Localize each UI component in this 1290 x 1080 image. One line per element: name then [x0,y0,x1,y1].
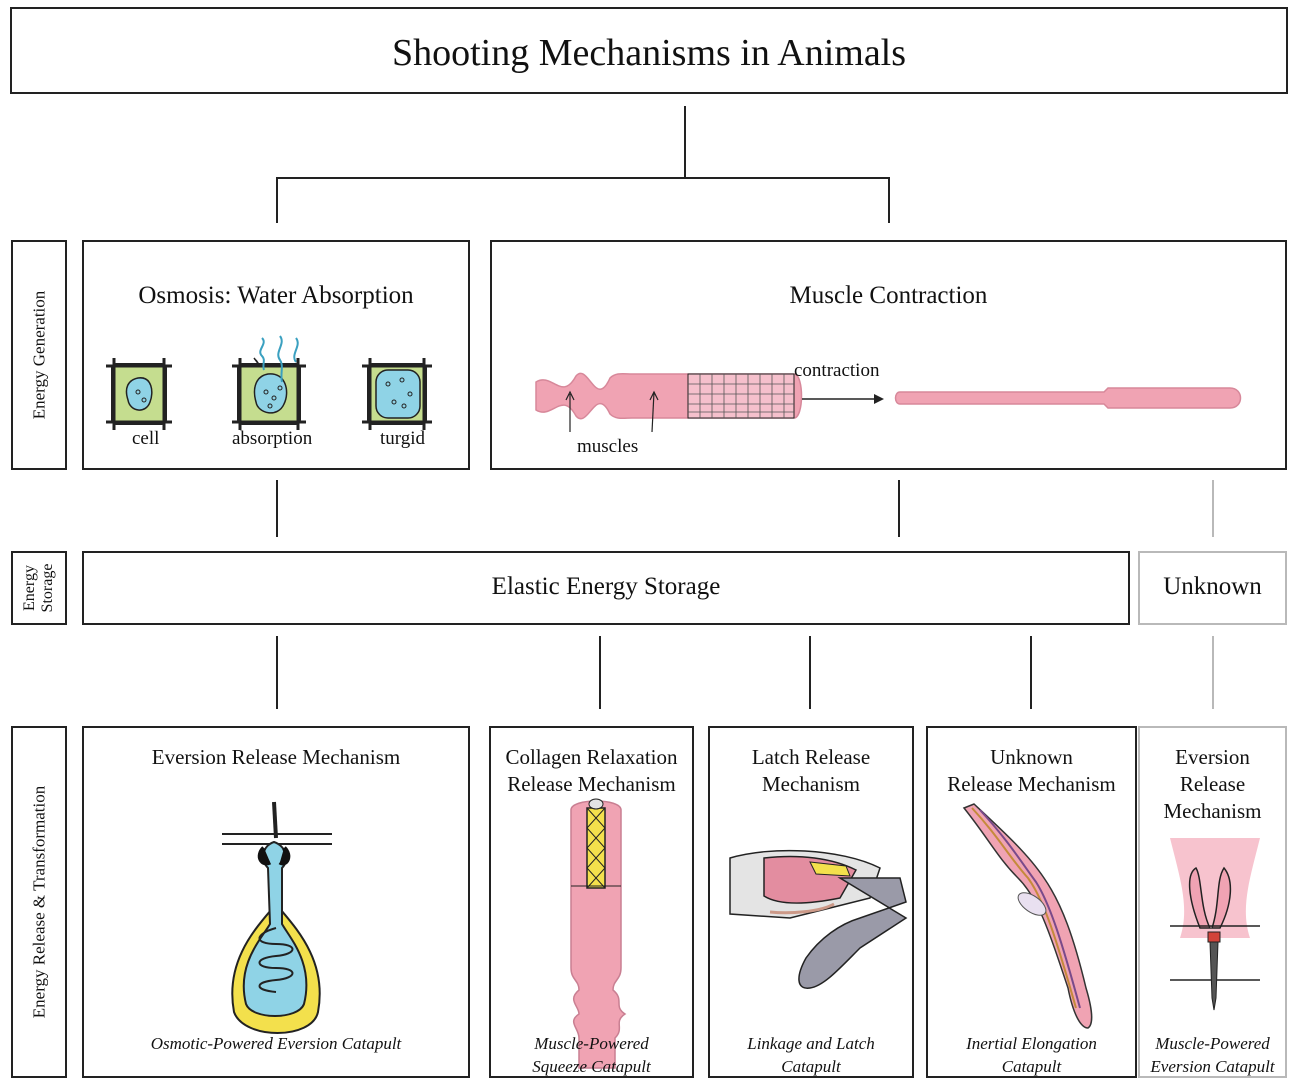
connector [276,480,278,537]
unknown-storage-label: Unknown [1163,573,1262,600]
release-caption-line-2: Squeeze Catapult [532,1057,651,1076]
muscle-eversion-illustration [1170,838,1260,1011]
connector [599,636,601,709]
release-box-osmotic-eversion: Eversion Release Mechanism Osmotic-Power… [82,726,470,1078]
release-title-line-1: Latch Release [751,745,871,769]
muscle-contraction-illustration [535,372,1242,433]
muscle-contraction-box: Muscle Contraction contraction muscles [490,240,1287,470]
release-title-line-2: Release Mechanism [507,772,676,796]
release-title-line-1: Unknown [990,745,1073,769]
connector [684,106,686,179]
connector [276,636,278,709]
row-label-energy-generation: Energy Generation [11,240,67,470]
connector [888,177,890,223]
storage-label-line-2: Storage [39,563,56,613]
collagen-grid [687,373,795,419]
release-caption-line-1: Muscle-Powered [534,1034,649,1053]
connector [1030,636,1032,709]
connector [809,636,811,709]
connector [1212,480,1214,537]
release-title-line-2: Release Mechanism [947,772,1116,796]
release-caption-line-1: Inertial Elongation [966,1034,1097,1053]
connector [276,177,890,179]
release-caption-line-1: Muscle-Powered [1155,1034,1270,1053]
osmosis-title: Osmosis: Water Absorption [138,282,414,309]
release-title-line-1: Collagen Relaxation [505,745,678,769]
elastic-energy-storage-box: Elastic Energy Storage [82,551,1130,625]
collagen-squeeze-illustration [570,798,627,1069]
muscles-label: muscles [577,436,639,457]
diagram-title: Shooting Mechanisms in Animals [391,32,907,74]
release-title-line-3: Mechanism [1163,799,1262,823]
connector [898,480,900,537]
title-box: Shooting Mechanisms in Animals [10,7,1288,94]
row-label-energy-release: Energy Release & Transformation [11,726,67,1078]
absorption-label: absorption [232,428,313,449]
connector [1212,636,1214,709]
turgid-cell-icon [362,358,432,430]
cell-label: cell [132,428,160,449]
elastic-storage-label: Elastic Energy Storage [491,573,721,600]
connector [276,177,278,223]
unknown-storage-box: Unknown [1138,551,1287,625]
release-title-line-2: Mechanism [762,772,860,796]
row-label-energy-storage: Energy Storage [11,551,67,625]
release-box-inertial-elongation: Unknown Release Mechanism Inertial Elong… [926,726,1137,1078]
release-caption-line-2: Catapult [781,1057,841,1076]
muscle-title: Muscle Contraction [789,282,988,309]
release-title-line-2: Release [1179,772,1246,796]
release-caption-line-2: Eversion Catapult [1150,1057,1275,1076]
release-caption-line-2: Catapult [1001,1057,1062,1076]
osmosis-cells-illustration [106,335,432,430]
release-box-latch: Latch Release Mechanism Linkage and Latc… [708,726,914,1078]
inertial-elongation-illustration [962,803,1093,1029]
release-title-line-1: Eversion [1175,745,1250,769]
cell-icon [106,358,172,430]
absorbing-cell-icon [232,335,306,430]
storage-label-line-1: Energy [21,565,38,611]
release-box-muscle-eversion: Eversion Release Mechanism Muscle-Powere… [1138,726,1287,1078]
release-caption: Osmotic-Powered Eversion Catapult [150,1034,402,1053]
latch-linkage-illustration [729,849,908,989]
osmosis-box: Osmosis: Water Absorption [82,240,470,470]
release-caption-line-1: Linkage and Latch [747,1034,875,1053]
release-title: Eversion Release Mechanism [151,745,401,769]
turgid-label: turgid [380,428,426,449]
osmotic-eversion-illustration [222,801,332,1034]
contraction-label: contraction [794,360,880,381]
release-box-collagen-relaxation: Collagen Relaxation Release Mechanism Mu… [489,726,694,1078]
